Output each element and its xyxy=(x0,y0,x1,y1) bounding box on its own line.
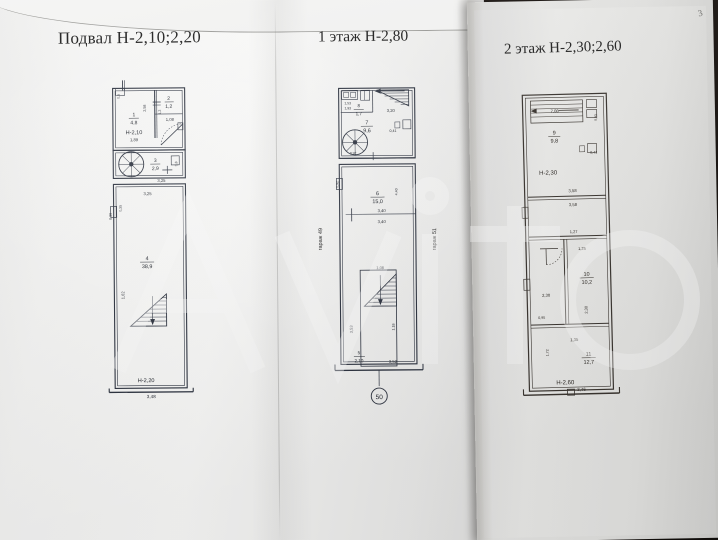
svg-text:3,53: 3,53 xyxy=(349,325,354,334)
svg-text:0,35: 0,35 xyxy=(119,205,123,212)
svg-text:3,52: 3,52 xyxy=(389,359,398,364)
svg-text:3,46: 3,46 xyxy=(577,387,586,392)
svg-text:0,92: 0,92 xyxy=(335,181,339,188)
svg-text:1,2: 1,2 xyxy=(165,104,172,110)
svg-text:1,27: 1,27 xyxy=(570,229,579,234)
svg-text:6: 6 xyxy=(376,191,379,197)
floor-plan-basement: 1 4,8 Н-2,10 1,89 2 1,2 1,08 3 2,9 4 38,… xyxy=(99,79,222,420)
plan-title-floor2: 2 этаж Н-2,30;2,60 xyxy=(503,38,622,58)
svg-text:9,8: 9,8 xyxy=(551,138,559,144)
svg-text:4,40: 4,40 xyxy=(394,188,398,195)
svg-text:1,89: 1,89 xyxy=(130,137,139,142)
svg-text:9,6: 9,6 xyxy=(363,128,371,134)
svg-text:1: 1 xyxy=(132,112,135,118)
svg-text:3,48: 3,48 xyxy=(147,394,156,399)
svg-text:0,92: 0,92 xyxy=(350,151,357,155)
svg-text:3,58: 3,58 xyxy=(569,202,578,207)
svg-text:3,58: 3,58 xyxy=(568,188,577,193)
floor-plan-floor1: 7 9,6 8 1,7 1,53 1,93 3,20 0,41 0,92 6 1… xyxy=(329,81,452,422)
svg-text:2,58: 2,58 xyxy=(143,105,147,112)
label-garage-51: гараж 51 xyxy=(431,227,439,251)
svg-text:3,25: 3,25 xyxy=(157,178,166,183)
svg-text:3,25: 3,25 xyxy=(143,191,152,196)
plan-title-basement: Подвал Н-2,10;2,20 xyxy=(57,27,202,48)
svg-text:2,9: 2,9 xyxy=(152,166,159,172)
svg-text:2,10: 2,10 xyxy=(354,358,363,363)
svg-text:4,8: 4,8 xyxy=(130,120,137,126)
svg-text:10,2: 10,2 xyxy=(582,280,593,286)
svg-text:Н-2,30: Н-2,30 xyxy=(539,170,558,176)
svg-text:5: 5 xyxy=(358,350,361,355)
svg-text:1,7: 1,7 xyxy=(356,111,363,116)
svg-text:0,39: 0,39 xyxy=(109,213,113,220)
svg-text:1,62: 1,62 xyxy=(120,291,125,300)
svg-text:11: 11 xyxy=(586,352,592,358)
svg-text:15,0: 15,0 xyxy=(372,199,383,205)
label-garage-49: гараж 49 xyxy=(317,227,325,251)
svg-text:1,08: 1,08 xyxy=(376,265,385,270)
plan-title-floor1: 1 этаж Н-2,80 xyxy=(317,27,409,46)
page-fold-shade xyxy=(247,0,313,540)
svg-text:2: 2 xyxy=(167,96,170,102)
svg-text:2,30: 2,30 xyxy=(542,293,551,298)
floor-plan-floor2: 9 9,8 Н-2,30 7,08 3,58 3,58 1,27 1,25 10… xyxy=(508,86,646,409)
svg-text:0,41: 0,41 xyxy=(389,129,396,133)
svg-text:0,5: 0,5 xyxy=(117,94,121,99)
svg-text:4: 4 xyxy=(146,256,149,262)
svg-text:0,8: 0,8 xyxy=(174,161,178,166)
svg-text:Н-2,60: Н-2,60 xyxy=(556,380,575,386)
svg-text:1,25: 1,25 xyxy=(578,246,587,251)
svg-text:1,2: 1,2 xyxy=(158,110,162,115)
svg-text:3,20: 3,20 xyxy=(387,108,396,113)
svg-text:7: 7 xyxy=(365,120,368,126)
svg-text:3,40: 3,40 xyxy=(378,219,387,224)
svg-text:50: 50 xyxy=(376,394,384,401)
svg-text:0,95: 0,95 xyxy=(538,316,545,320)
svg-text:38,9: 38,9 xyxy=(142,264,153,270)
svg-text:1,35: 1,35 xyxy=(570,337,579,342)
svg-text:9: 9 xyxy=(553,130,556,136)
svg-text:12,7: 12,7 xyxy=(583,360,594,366)
svg-text:2,30: 2,30 xyxy=(583,305,588,314)
svg-text:Н-2,20: Н-2,20 xyxy=(138,378,155,384)
svg-text:1,93: 1,93 xyxy=(344,106,351,110)
svg-text:0,93: 0,93 xyxy=(594,114,598,121)
svg-text:0,41: 0,41 xyxy=(590,150,597,154)
svg-text:3: 3 xyxy=(154,158,157,164)
svg-text:8: 8 xyxy=(357,103,360,108)
svg-text:1,18: 1,18 xyxy=(392,323,396,330)
svg-text:1,08: 1,08 xyxy=(166,117,175,122)
svg-text:1,53: 1,53 xyxy=(344,101,351,105)
svg-text:Н-2,10: Н-2,10 xyxy=(126,130,143,136)
svg-text:7,08: 7,08 xyxy=(551,108,560,113)
svg-text:10: 10 xyxy=(584,272,590,278)
svg-text:3,40: 3,40 xyxy=(378,208,387,213)
svg-text:1,72: 1,72 xyxy=(545,349,549,356)
